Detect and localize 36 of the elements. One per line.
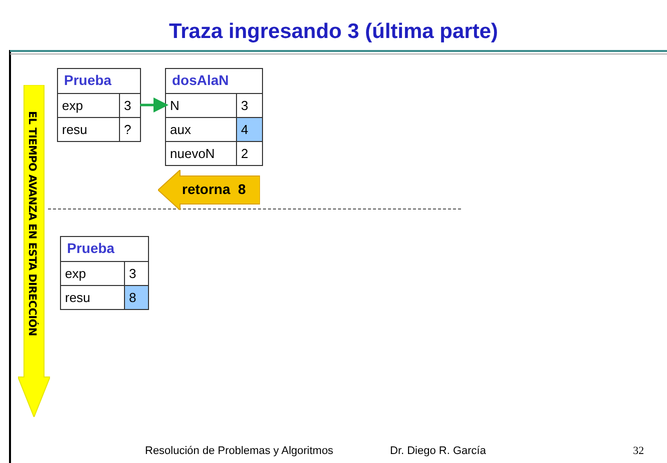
slide-title: Traza ingresando 3 (última parte) xyxy=(168,20,500,44)
variable-name: N xyxy=(169,97,180,115)
variable-name: nuevoN xyxy=(169,145,216,163)
table-row xyxy=(58,117,140,141)
variable-name: aux xyxy=(169,121,192,139)
footer-text: Resolución de Problemas y Algoritmos xyxy=(145,445,334,457)
page-number: 32 xyxy=(633,445,644,457)
arrow xyxy=(140,98,168,112)
table-row xyxy=(166,117,262,141)
variable-value: 8 xyxy=(124,286,148,309)
table-row xyxy=(61,261,148,285)
variable-value: 3 xyxy=(124,262,148,285)
time-arrow xyxy=(18,85,50,417)
variable-name: resu xyxy=(61,121,88,139)
variable-name: exp xyxy=(64,265,87,283)
variable-value: 4 xyxy=(236,118,262,141)
variable-table xyxy=(60,236,149,310)
variable-table xyxy=(57,68,141,142)
table-row xyxy=(58,93,140,117)
table-heading: Prueba xyxy=(63,71,112,90)
table-heading: Prueba xyxy=(66,239,116,258)
variable-value: 3 xyxy=(236,94,262,117)
table-row xyxy=(166,141,262,165)
variable-value: 2 xyxy=(236,142,262,165)
author-name: Dr. Diego R. García xyxy=(390,445,486,457)
arrow-label: EL TIEMPO AVANZA EN ESTA DIRECCIÓN xyxy=(26,111,38,336)
table-heading: dosAlaN xyxy=(171,71,230,90)
variable-table xyxy=(165,68,263,166)
variable-value: 3 xyxy=(119,94,140,117)
variable-value: ? xyxy=(119,118,140,141)
table-row xyxy=(166,93,262,117)
return-arrow xyxy=(158,170,260,210)
variable-name: resu xyxy=(64,289,92,307)
arrow-label: retorna 8 xyxy=(182,181,246,197)
table-row xyxy=(61,285,148,309)
variable-name: exp xyxy=(61,97,84,115)
